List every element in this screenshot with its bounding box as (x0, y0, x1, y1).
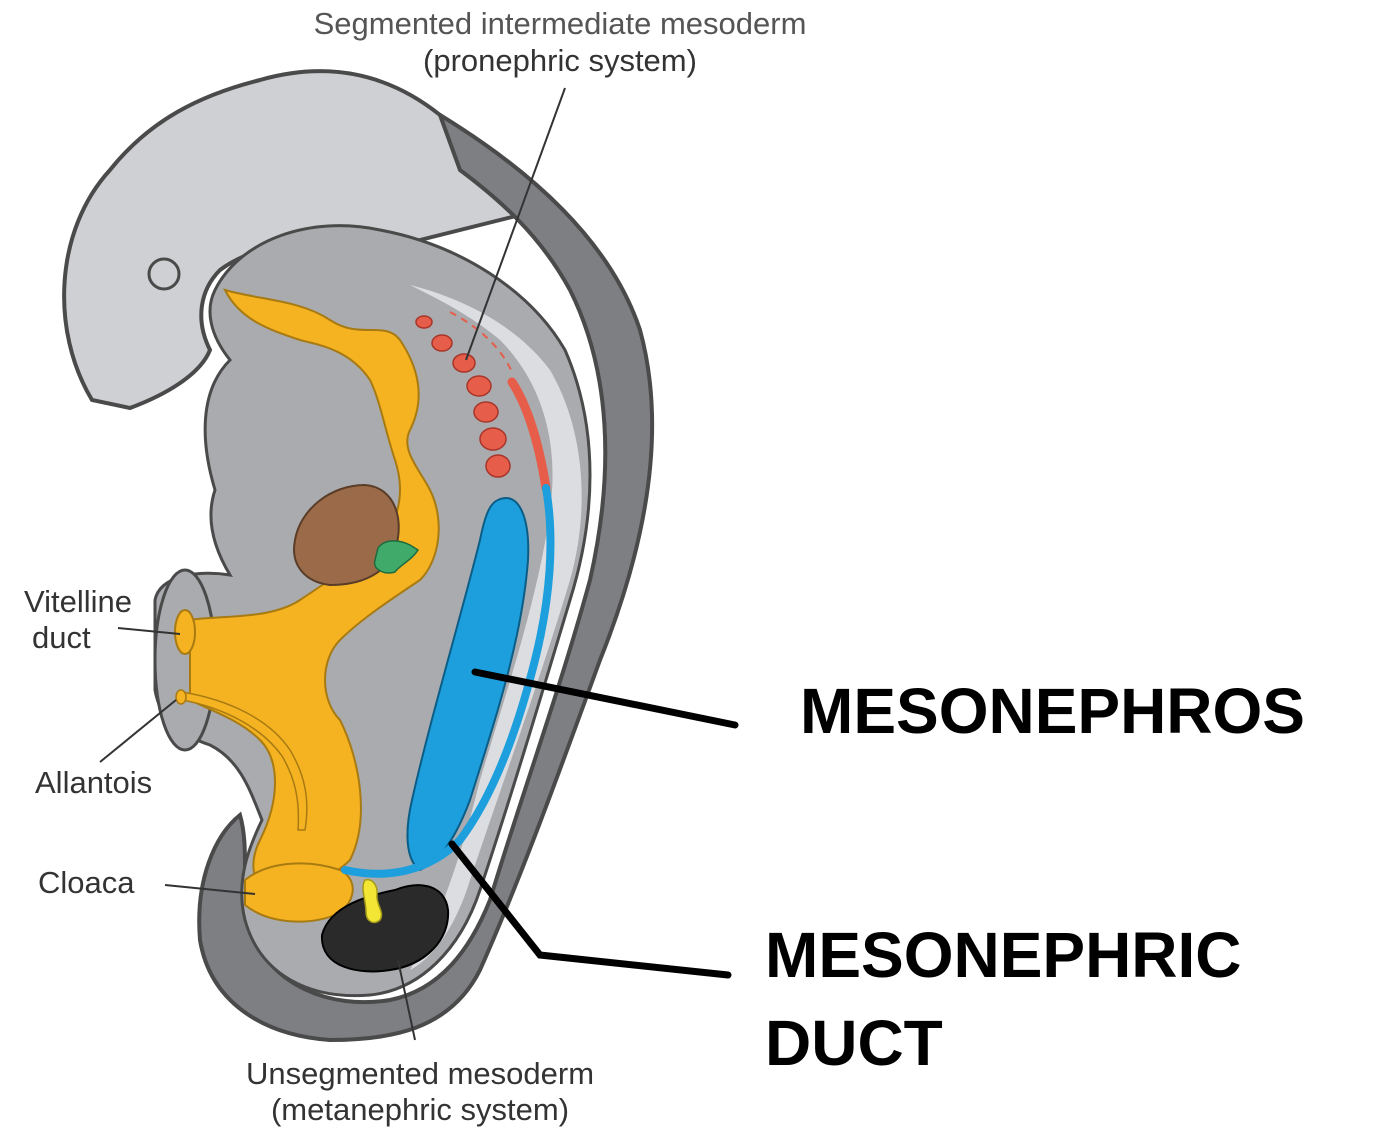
vitelline-duct-opening (175, 610, 195, 654)
allantois-opening (176, 690, 186, 704)
pronephric-label-line1: Segmented intermediate mesoderm (250, 6, 870, 42)
mesonephric-duct-annotation-line1: MESONEPHRIC (765, 917, 1242, 993)
mesonephros-annotation: MESONEPHROS (800, 673, 1305, 749)
vitelline-label-line1: Vitelline (6, 584, 132, 620)
mesonephric-duct-annotation-line2: DUCT (765, 1005, 943, 1081)
allantois-label: Allantois (35, 765, 152, 801)
cloaca-label: Cloaca (38, 865, 135, 901)
metanephric-label-line2: (metanephric system) (180, 1092, 660, 1128)
vitelline-label-line2: duct (32, 620, 91, 656)
pronephric-label-line2: (pronephric system) (250, 43, 870, 79)
otic-vesicle (149, 259, 179, 289)
leader-allantois (100, 700, 176, 762)
metanephric-label-line1: Unsegmented mesoderm (180, 1056, 660, 1092)
